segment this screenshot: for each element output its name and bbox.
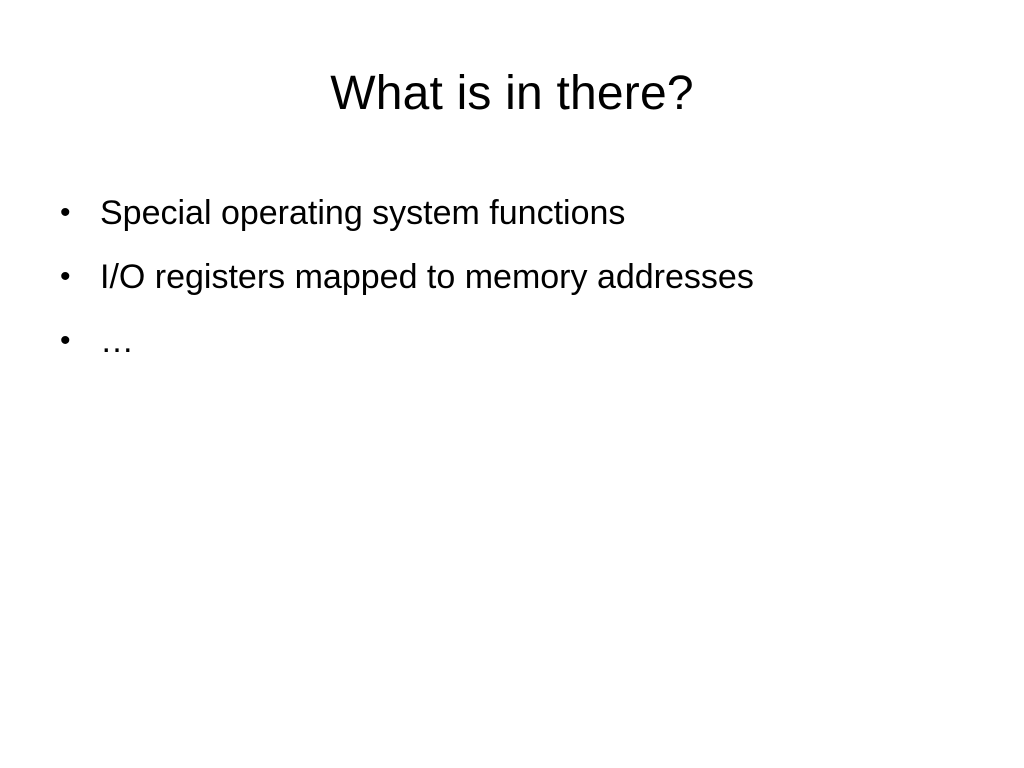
bullet-dot-icon: •: [60, 324, 71, 357]
bullet-dot-icon: •: [60, 196, 71, 229]
bullet-item: • I/O registers mapped to memory address…: [60, 254, 980, 300]
bullet-list: • Special operating system functions • I…: [60, 190, 980, 382]
slide-title: What is in there?: [330, 67, 694, 120]
bullet-text: …: [100, 322, 134, 360]
bullet-text: I/O registers mapped to memory addresses: [100, 258, 754, 296]
bullet-item: • Special operating system functions: [60, 190, 980, 236]
bullet-item: • …: [60, 318, 980, 364]
bullet-dot-icon: •: [60, 260, 71, 293]
bullet-text: Special operating system functions: [100, 194, 626, 232]
